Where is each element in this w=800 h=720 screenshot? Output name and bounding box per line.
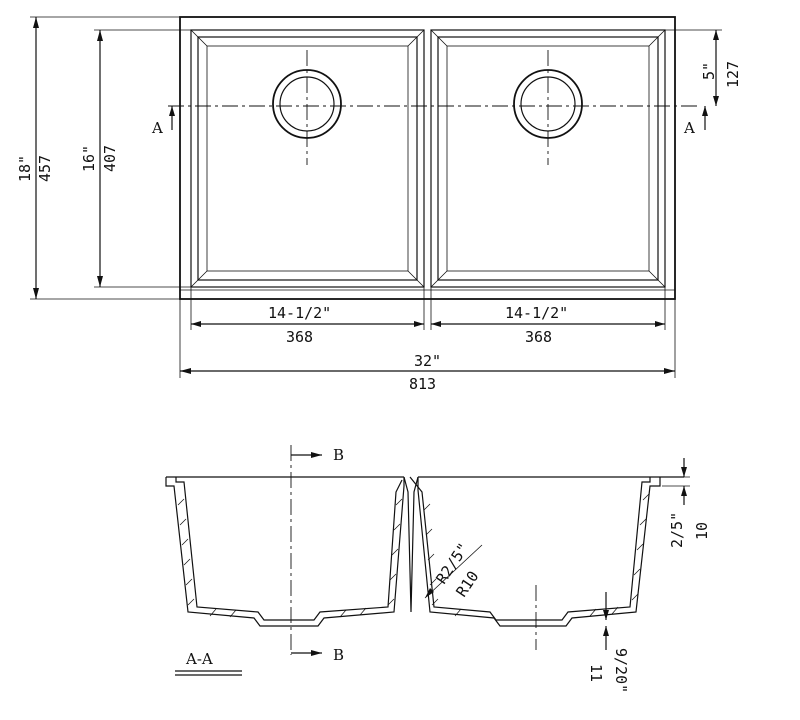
section-marker-a-right: A bbox=[683, 119, 695, 137]
section-marker-b-top: B bbox=[333, 446, 344, 464]
corner-radius-note: R2/5" R10 bbox=[424, 540, 482, 600]
svg-text:16": 16" bbox=[80, 145, 98, 172]
section-view: B B 2/5" 10 R2/5" R10 bbox=[165, 445, 711, 693]
svg-text:10: 10 bbox=[693, 522, 711, 540]
rim-thickness-dimension: 2/5" 10 bbox=[662, 458, 711, 548]
svg-text:2/5": 2/5" bbox=[668, 512, 686, 548]
svg-text:368: 368 bbox=[286, 328, 313, 346]
wall-hatching bbox=[177, 493, 650, 618]
svg-text:A-A: A-A bbox=[185, 650, 213, 668]
plan-view: A A 18" 457 16" 407 bbox=[16, 16, 742, 393]
svg-text:813: 813 bbox=[409, 375, 436, 393]
section-marker-a-left: A bbox=[151, 119, 163, 137]
section-marker-b-bottom: B bbox=[333, 646, 344, 664]
svg-text:5": 5" bbox=[700, 62, 718, 80]
bowl-width-dimensions: 14-1/2" 368 14-1/2" 368 bbox=[190, 287, 666, 346]
sink-outline bbox=[179, 16, 676, 300]
svg-text:368: 368 bbox=[525, 328, 552, 346]
left-bowl-section bbox=[165, 477, 405, 627]
right-bowl-section bbox=[417, 477, 661, 627]
svg-text:14-1/2": 14-1/2" bbox=[268, 304, 331, 322]
overall-depth-dimension: 18" 457 bbox=[16, 16, 180, 300]
svg-text:14-1/2": 14-1/2" bbox=[505, 304, 568, 322]
svg-text:127: 127 bbox=[724, 61, 742, 88]
svg-text:18": 18" bbox=[16, 155, 34, 182]
bottom-thickness-dimension: 11 9/20" bbox=[587, 592, 630, 693]
bowl-depth-dimension: 16" 407 bbox=[80, 29, 191, 288]
overall-width-dimension: 32" 813 bbox=[179, 299, 676, 393]
svg-text:9/20": 9/20" bbox=[612, 648, 630, 693]
svg-text:32": 32" bbox=[414, 352, 441, 370]
section-title: A-A bbox=[175, 650, 242, 676]
left-bowl bbox=[190, 29, 425, 288]
svg-text:457: 457 bbox=[36, 155, 54, 182]
svg-text:11: 11 bbox=[587, 664, 605, 682]
svg-text:407: 407 bbox=[101, 145, 119, 172]
drain-offset-dimension: 5" 127 bbox=[665, 29, 742, 106]
